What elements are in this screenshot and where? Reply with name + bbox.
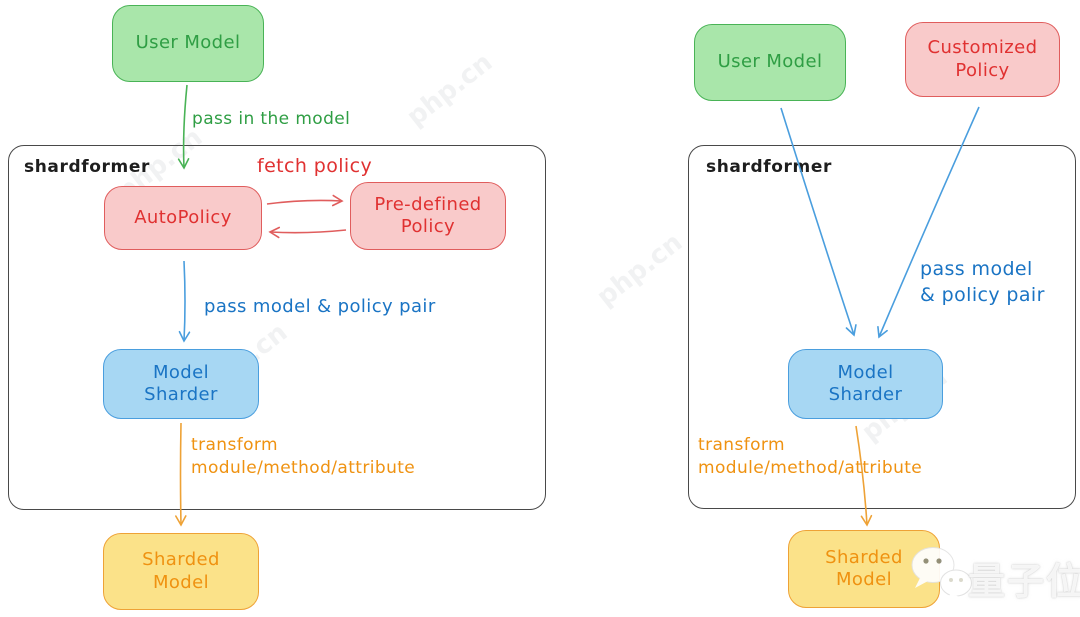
node-sharded-model-left: Sharded Model [103,533,259,610]
transform-line-2: module/method/attribute [698,458,923,478]
edge-label-pass-pair-right: pass model & policy pair [920,256,1045,308]
transform-line-2: module/method/attribute [191,458,416,478]
node-user-model-left: User Model [112,5,264,82]
site-watermark: php.cn [591,227,689,313]
node-predefined-policy: Pre-defined Policy [350,182,506,250]
transform-line-1: transform [698,435,785,455]
node-sharded-model-right: Sharded Model [788,530,940,608]
edge-label-transform-right: transform module/method/attribute [698,434,922,480]
node-customized-policy: Customized Policy [905,22,1060,97]
edge-label-pass-pair-left: pass model & policy pair [204,296,436,317]
brand-watermark-text: 量子位 [968,560,1080,603]
edge-label-pass-in-model: pass in the model [192,109,351,129]
pass-pair-line-1: pass model [920,258,1033,280]
node-user-model-right: User Model [694,24,846,101]
node-autopolicy: AutoPolicy [104,186,262,250]
node-model-sharder-right: Model Sharder [788,349,943,419]
transform-line-1: transform [191,435,278,455]
shardformer-container-left [8,145,546,510]
node-model-sharder-left: Model Sharder [103,349,259,419]
edge-label-transform-left: transform module/method/attribute [191,434,415,480]
pass-pair-line-2: & policy pair [920,284,1045,306]
edge-label-fetch-policy: fetch policy [257,155,373,177]
shardformer-label-left: shardformer [24,157,150,177]
shardformer-label-right: shardformer [706,157,832,177]
site-watermark: php.cn [401,47,499,133]
